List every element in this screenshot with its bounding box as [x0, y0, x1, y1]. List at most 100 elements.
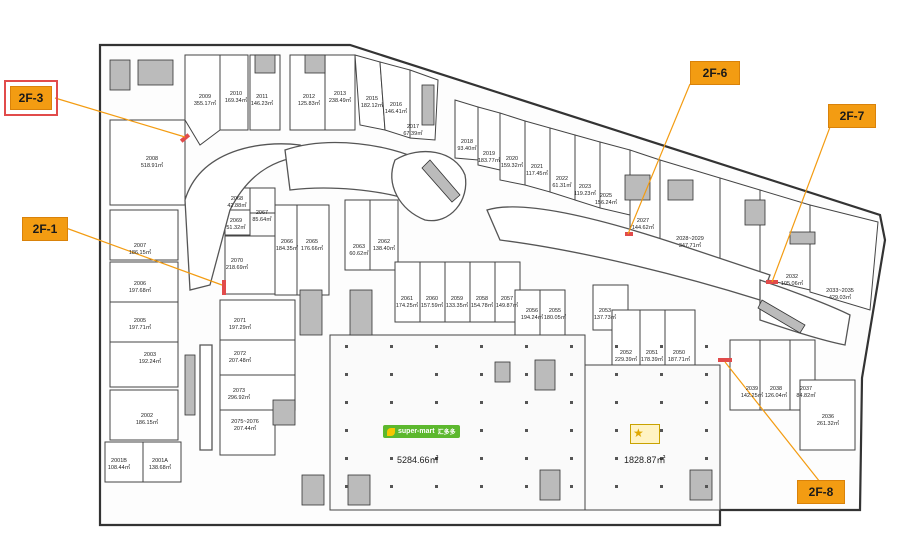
unit-area: 154.78㎡: [471, 301, 494, 309]
column-dot: [390, 485, 393, 488]
unit-number: 2071: [234, 318, 246, 324]
unit-number: 2062: [378, 239, 390, 245]
unit-area: 183.77㎡: [478, 156, 501, 164]
unit-labels: 2009355.17㎡2010169.34㎡2011146.23㎡2012125…: [108, 91, 854, 471]
column-dot: [615, 457, 618, 460]
unit-area: 149.87㎡: [496, 301, 519, 309]
unit-area: 119.23㎡: [574, 189, 596, 197]
star-icon: ★: [633, 426, 644, 440]
unit-area: 197.68㎡: [129, 286, 152, 294]
unit-area: 355.17㎡: [194, 99, 217, 107]
unit-number: 2019: [483, 151, 495, 157]
callout-2f-8[interactable]: 2F-8: [797, 480, 845, 504]
unit-area: 84.82㎡: [796, 391, 816, 399]
column-dot: [660, 457, 663, 460]
unit-area: 178.39㎡: [641, 355, 664, 363]
unit-number: 2038: [770, 386, 782, 392]
unit-area: 197.29㎡: [229, 323, 252, 331]
unit-number: 2067: [256, 210, 268, 216]
unit-number: 2075~2076: [231, 419, 259, 425]
unit-number: 2013: [334, 91, 346, 97]
unit-number: 2006: [134, 281, 146, 287]
left-units: [104, 119, 186, 483]
unit-number: 2069: [230, 218, 242, 224]
unit-number: 2028~2029: [676, 236, 704, 242]
unit-area: 429.03㎡: [829, 293, 852, 301]
callout-2f-6[interactable]: 2F-6: [690, 61, 740, 85]
unit-number: 2001A: [152, 458, 168, 464]
unit-number: 2073: [233, 388, 245, 394]
unit-number: 2057: [501, 296, 513, 302]
unit-area: 42.88㎡: [227, 201, 247, 209]
column-dot: [480, 345, 483, 348]
unit-area: 207.44㎡: [234, 424, 257, 432]
callout-2f-3[interactable]: 2F-3: [4, 80, 58, 116]
unit-area: 85.64㎡: [252, 215, 272, 223]
column-dot: [660, 401, 663, 404]
supermarket-logo: super-mart 汇多多: [383, 425, 460, 438]
unit-area: 261.32㎡: [817, 419, 840, 427]
anchor-store-area-label: 1828.87㎡: [624, 455, 666, 465]
column-dot: [435, 373, 438, 376]
unit-number: 2053: [599, 308, 611, 314]
unit-area: 296.92㎡: [228, 393, 251, 401]
unit-number: 2056: [526, 308, 538, 314]
unit-area: 157.59㎡: [421, 301, 444, 309]
unit-area: 194.24㎡: [521, 313, 544, 321]
column-dot: [390, 457, 393, 460]
unit-number: 2017: [407, 124, 419, 130]
unit-area: 238.49㎡: [329, 96, 352, 104]
column-dot: [615, 373, 618, 376]
column-dot: [570, 429, 573, 432]
unit-number: 2008: [146, 156, 158, 162]
escalators: [109, 54, 816, 506]
unit-area: 105.06㎡: [781, 279, 804, 287]
column-dot: [480, 373, 483, 376]
column-dot: [345, 401, 348, 404]
unit-area: 117.45㎡: [526, 169, 548, 177]
column-dot: [570, 345, 573, 348]
unit-number: 2037: [800, 386, 812, 392]
column-dot: [525, 345, 528, 348]
unit-number: 2032: [786, 274, 798, 280]
supermarket-sub: 汇多多: [437, 430, 456, 436]
unit-area: 187.71㎡: [668, 355, 691, 363]
unit-area: 108.44㎡: [108, 463, 131, 471]
column-dot: [525, 373, 528, 376]
unit-number: 2022: [556, 176, 568, 182]
column-dot: [615, 401, 618, 404]
column-dot: [525, 485, 528, 488]
column-dot: [435, 345, 438, 348]
callout-2f-1[interactable]: 2F-1: [22, 217, 68, 241]
column-dot: [705, 485, 708, 488]
column-dot: [615, 485, 618, 488]
atrium-voids: [184, 141, 851, 451]
unit-number: 2051: [646, 350, 658, 356]
callout-leaders: [54, 83, 831, 483]
leaf-icon: [387, 427, 395, 436]
unit-area: 186.15㎡: [136, 418, 159, 426]
column-dot: [705, 345, 708, 348]
unit-number: 2070: [231, 258, 243, 264]
unit-area: 159.32㎡: [501, 161, 524, 169]
callout-2f-7[interactable]: 2F-7: [828, 104, 876, 128]
unit-area: 174.25㎡: [396, 301, 419, 309]
column-dot: [570, 457, 573, 460]
column-dot: [345, 345, 348, 348]
column-dot: [480, 401, 483, 404]
unit-area: 60.62㎡: [349, 249, 369, 257]
unit-area: 184.35㎡: [276, 244, 299, 252]
unit-area: 229.39㎡: [615, 355, 638, 363]
column-dot: [525, 401, 528, 404]
unit-number: 2021: [531, 164, 543, 170]
column-dot: [435, 457, 438, 460]
unit-area: 176.66㎡: [301, 244, 324, 252]
unit-number: 2003: [144, 352, 156, 358]
unit-number: 2061: [401, 296, 413, 302]
unit-area: 126.04㎡: [765, 391, 788, 399]
unit-number: 2002: [141, 413, 153, 419]
column-dot: [525, 429, 528, 432]
column-dot: [570, 401, 573, 404]
unit-number: 2018: [461, 139, 473, 145]
